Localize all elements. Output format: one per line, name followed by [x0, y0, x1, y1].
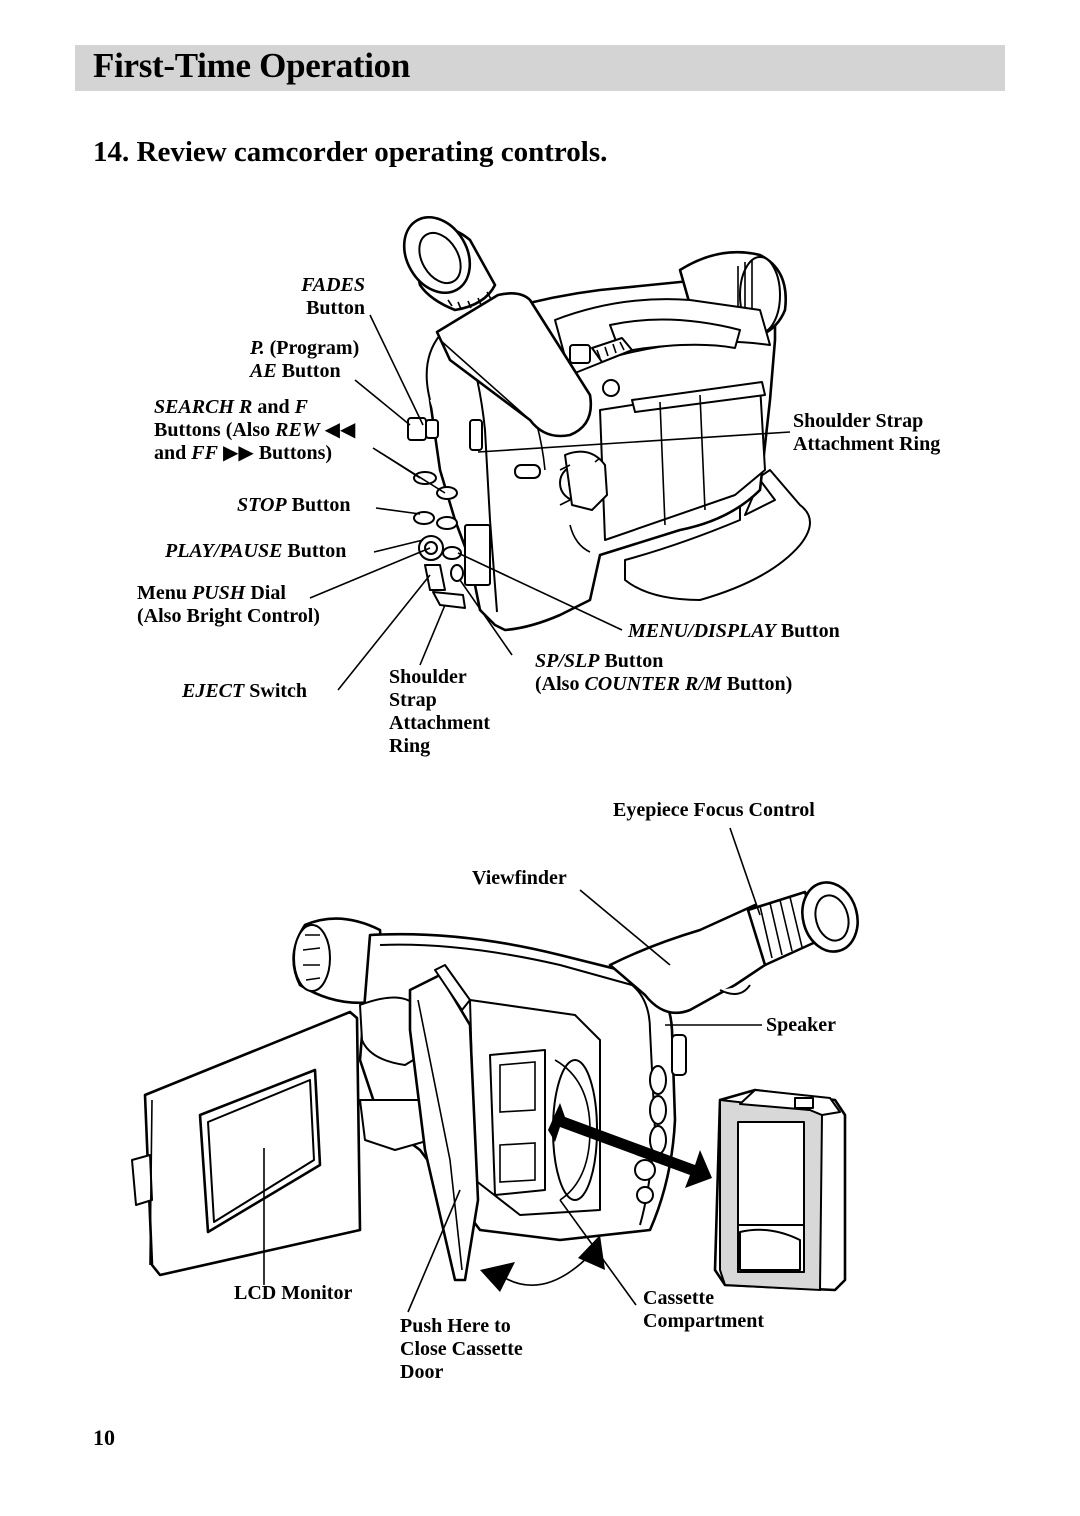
play-pause-a: PLAY/PAUSE: [165, 540, 283, 562]
menu-push-l1a: Menu: [137, 582, 192, 604]
menu-push-l1b: PUSH: [192, 582, 246, 604]
camcorder-side-view: [402, 215, 811, 632]
shoulder-bottom-l4: Ring: [389, 735, 431, 757]
shoulder-strap-ring-bottom-label: Shoulder Strap Attachment Ring: [389, 666, 490, 758]
viewfinder-label: Viewfinder: [472, 867, 567, 889]
cassette-compartment-label: Cassette Compartment: [643, 1287, 764, 1333]
push-here-close-door-label: Push Here to Close Cassette Door: [400, 1315, 523, 1384]
shoulder-strap-ring-right-label: Shoulder Strap Attachment Ring: [793, 410, 940, 456]
program-ae-l2a: AE: [250, 360, 277, 382]
shoulder-bottom-l3: Attachment: [389, 712, 491, 734]
fast-forward-icon: ▶▶ Buttons): [217, 442, 333, 464]
menu-display-b: Button: [775, 620, 840, 642]
search-l1c: F: [294, 396, 308, 418]
sp-slp-l1b: Button: [599, 650, 664, 672]
cassette-l2: Compartment: [643, 1310, 765, 1332]
stop-button-label: STOP Button: [237, 494, 351, 517]
search-l2b: REW: [275, 419, 320, 441]
program-ae-button-label: P. (Program) AE Button: [250, 337, 359, 383]
play-pause-b: Button: [282, 540, 347, 562]
section-title: First-Time Operation: [93, 46, 411, 85]
menu-push-dial-label: Menu PUSH Dial (Also Bright Control): [137, 582, 320, 628]
speaker-label: Speaker: [766, 1014, 836, 1036]
eyepiece-focus-control-label: Eyepiece Focus Control: [613, 799, 815, 821]
play-pause-button-label: PLAY/PAUSE Button: [165, 540, 346, 563]
eject-switch-label: EJECT Switch: [182, 680, 307, 703]
sp-slp-l2c: Button): [721, 673, 793, 695]
diagram2-leader-lines: [263, 827, 762, 1313]
sp-slp-l2a: (Also: [535, 673, 585, 695]
sp-slp-l2b: COUNTER R/M: [584, 673, 722, 695]
menu-display-a: MENU/DISPLAY: [628, 620, 776, 642]
shoulder-bottom-l2: Strap: [389, 689, 437, 711]
sp-slp-button-label: SP/SLP Button: [535, 650, 663, 673]
step-heading: 14. Review camcorder operating controls.: [93, 136, 608, 168]
push-here-l2: Close Cassette: [400, 1338, 523, 1360]
search-l1a: SEARCH R: [154, 396, 253, 418]
fades-label-line1: FADES: [301, 274, 365, 296]
search-l2a: Buttons (Also: [154, 419, 276, 441]
cassette-l1: Cassette: [643, 1287, 715, 1309]
camcorder-open-view: [131, 881, 859, 1292]
push-here-l3: Door: [400, 1361, 444, 1383]
menu-display-button-label: MENU/DISPLAY Button: [628, 620, 840, 643]
shoulder-right-l1: Shoulder Strap: [793, 410, 924, 432]
menu-push-l1c: Dial: [245, 582, 286, 604]
search-buttons-label: SEARCH R and F Buttons (Also REW ◀◀ and …: [154, 396, 355, 465]
search-l1b: and: [252, 396, 295, 418]
diagram1-leader-lines: [309, 314, 791, 691]
counter-rm-button-label: (Also COUNTER R/M Button): [535, 673, 792, 696]
lcd-monitor-label: LCD Monitor: [234, 1282, 353, 1304]
section-header-bar: First-Time Operation: [75, 45, 1005, 91]
push-here-l1: Push Here to: [400, 1315, 511, 1337]
search-l3b: FF: [191, 442, 218, 464]
fades-button-label: FADES Button: [255, 274, 365, 320]
shoulder-bottom-l1: Shoulder: [389, 666, 467, 688]
shoulder-right-l2: Attachment Ring: [793, 433, 941, 455]
eject-a: EJECT: [182, 680, 245, 702]
program-ae-l1a: P.: [250, 337, 265, 359]
stop-b: Button: [286, 494, 351, 516]
page-number: 10: [93, 1425, 115, 1450]
stop-a: STOP: [237, 494, 287, 516]
search-l3a: and: [154, 442, 192, 464]
rewind-icon: ◀◀: [319, 419, 356, 441]
fades-label-line2: Button: [306, 297, 365, 319]
sp-slp-l1a: SP/SLP: [535, 650, 600, 672]
program-ae-l1b: (Program): [264, 337, 360, 359]
eject-b: Switch: [244, 680, 308, 702]
program-ae-l2b: Button: [276, 360, 341, 382]
menu-push-l2: (Also Bright Control): [137, 605, 320, 627]
